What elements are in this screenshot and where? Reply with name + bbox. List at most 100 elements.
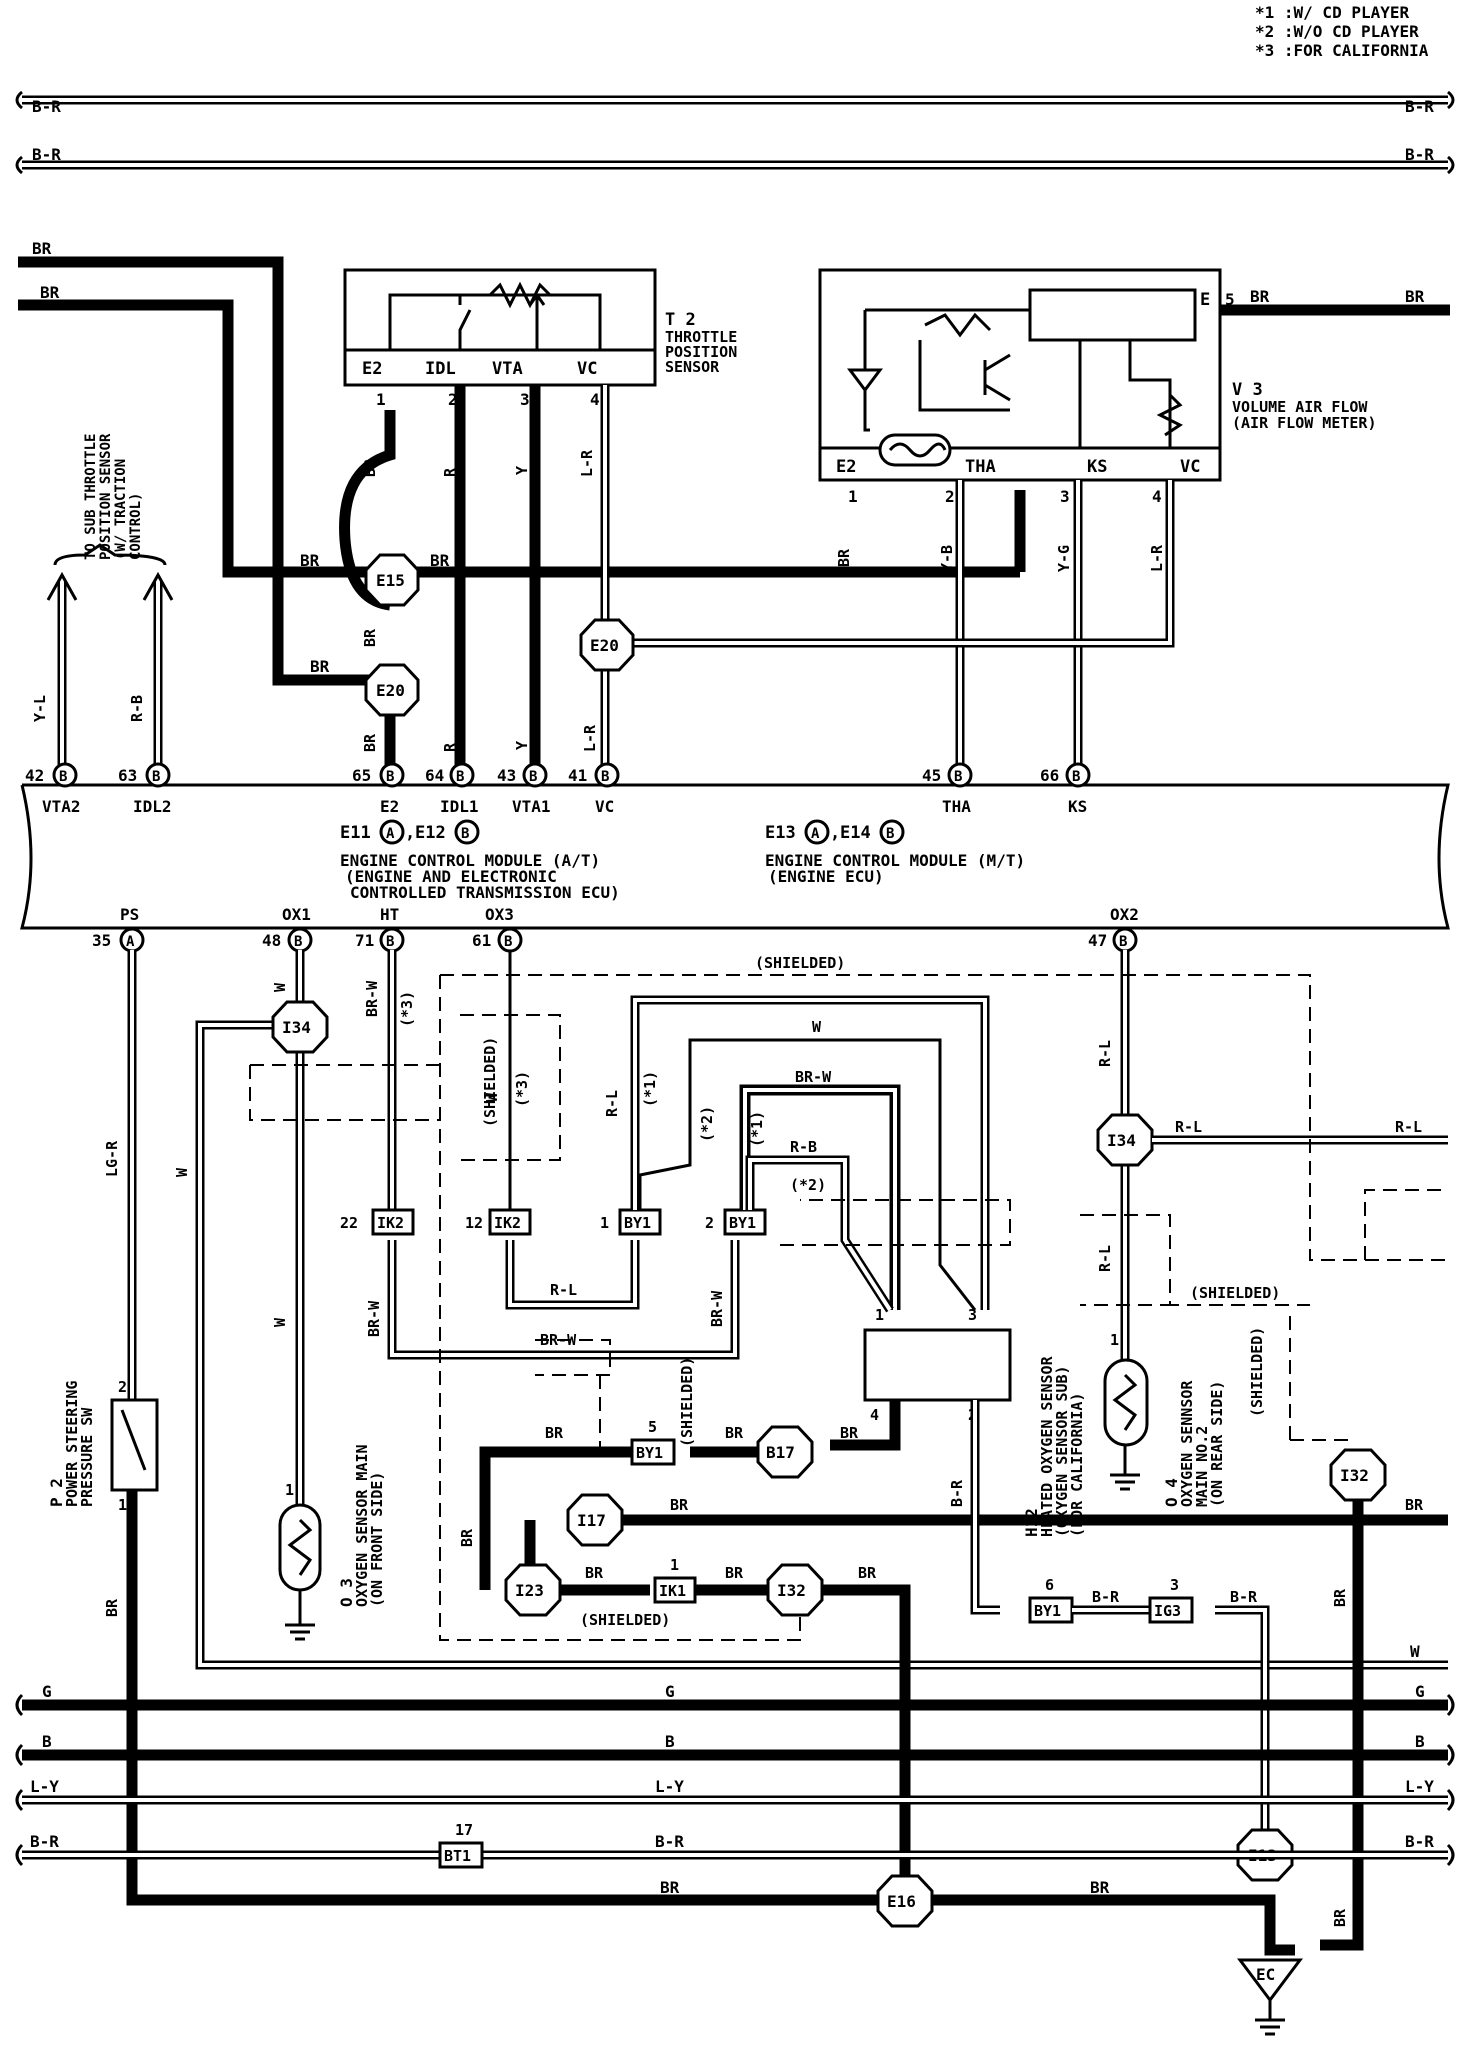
br-wires-top: E2 BR BR BR BR BR BR BR [18,239,1450,686]
svg-text:4: 4 [870,1406,879,1424]
svg-text:VC: VC [595,797,614,816]
svg-text:E14: E14 [840,823,871,843]
t2-wires: R Y L-R R Y L-R BR BR BR [361,385,610,775]
svg-text:BR: BR [725,1564,744,1582]
svg-text:E16: E16 [887,1892,916,1911]
svg-text:,: , [405,823,415,843]
svg-text:VC: VC [1180,457,1200,477]
svg-text:B: B [152,769,160,785]
svg-text:R: R [441,467,459,477]
svg-text:4: 4 [1152,487,1162,506]
svg-text:(*3): (*3) [398,991,416,1027]
svg-text:B: B [886,826,894,842]
svg-text:43: 43 [497,766,516,785]
svg-text:W: W [271,1317,289,1327]
svg-text:BR: BR [32,239,52,258]
svg-text:5: 5 [1225,290,1235,309]
svg-text:B-R: B-R [30,1832,59,1851]
svg-text:(SHIELDED): (SHIELDED) [1190,1284,1280,1302]
svg-text:G: G [1415,1682,1425,1701]
svg-text:L-R: L-R [581,724,599,752]
svg-text:1: 1 [1110,1331,1119,1349]
ecm-top-pins: B 42 B 63 B 65 B 64 B 43 B 41 B 45 B 66 [25,762,1091,788]
svg-text:O 4: O 4 [1162,1478,1181,1507]
svg-text:BR: BR [1331,1908,1349,1927]
svg-text:THROTTLE: THROTTLE [665,328,737,346]
svg-text:B: B [1119,934,1127,950]
svg-text:(ENGINE ECU): (ENGINE ECU) [768,867,884,886]
svg-text:PRESSURE SW: PRESSURE SW [78,1407,96,1507]
svg-text:P 2: P 2 [47,1478,66,1507]
svg-text:BR: BR [1331,1588,1349,1607]
svg-text:35: 35 [92,931,111,950]
svg-text:R-L: R-L [550,1281,577,1299]
svg-text:B: B [529,769,537,785]
svg-text:R: R [441,742,459,752]
bus-label-br2-left: B-R [32,145,61,164]
svg-text:TO SUB THROTTLE: TO SUB THROTTLE [83,434,99,560]
svg-text:BR: BR [458,1528,476,1547]
svg-text:OXYGEN SENSOR MAIN: OXYGEN SENSOR MAIN [353,1444,371,1607]
svg-text:B-R: B-R [948,1479,966,1507]
svg-text:W: W [812,1018,822,1036]
svg-text:W: W [173,1167,191,1177]
svg-text:45: 45 [922,766,941,785]
svg-text:2: 2 [118,1378,127,1396]
svg-text:VC: VC [577,359,597,379]
svg-text:I23: I23 [515,1581,544,1600]
svg-text:R-B: R-B [790,1138,817,1156]
lower-wires: LG-R 2 1 P 2 POWER STEERING PRESSURE SW … [47,950,1448,2036]
svg-text:Y: Y [513,466,531,475]
svg-text:(*3): (*3) [513,1071,531,1107]
svg-text:A: A [811,826,820,842]
svg-text:L-Y: L-Y [30,1777,59,1796]
svg-text:BR: BR [1405,287,1425,306]
svg-text:IK2: IK2 [494,1214,521,1232]
svg-text:CONTROL): CONTROL) [128,493,144,560]
svg-text:W: W [271,982,289,992]
svg-text:1: 1 [376,390,386,409]
svg-text:BR: BR [1405,1496,1424,1514]
svg-text:R-L: R-L [603,1090,621,1117]
svg-text:BR-W: BR-W [363,980,381,1017]
svg-text:42: 42 [25,766,44,785]
svg-text:VTA1: VTA1 [512,797,551,816]
svg-text:47: 47 [1088,931,1107,950]
svg-text:B: B [954,769,962,785]
svg-text:I34: I34 [282,1018,311,1037]
svg-text:BR: BR [545,1424,564,1442]
svg-text:12: 12 [465,1214,483,1232]
svg-text:R-L: R-L [1395,1118,1422,1136]
svg-text:66: 66 [1040,766,1059,785]
svg-text:B: B [601,769,609,785]
svg-text:B: B [665,1732,675,1751]
svg-text:MAIN NO.2: MAIN NO.2 [1193,1426,1211,1507]
svg-text:E2: E2 [362,359,382,379]
svg-text:(W/ TRACTION: (W/ TRACTION [113,459,129,560]
svg-text:G: G [665,1682,675,1701]
svg-text:E11: E11 [340,823,371,843]
svg-text:B: B [504,934,512,950]
svg-text:I34: I34 [1107,1131,1136,1150]
svg-text:I32: I32 [777,1581,806,1600]
svg-text:VOLUME AIR FLOW: VOLUME AIR FLOW [1232,398,1368,416]
svg-text:BY1: BY1 [729,1214,756,1232]
svg-text:LG-R: LG-R [103,1140,121,1177]
svg-text:(FOR CALIFORNIA): (FOR CALIFORNIA) [1068,1393,1086,1538]
svg-text:B17: B17 [766,1443,795,1462]
svg-text:BR: BR [310,657,330,676]
svg-text:SENSOR: SENSOR [665,358,720,376]
svg-text:IK1: IK1 [659,1582,686,1600]
svg-text:PS: PS [120,905,139,924]
svg-text:Y: Y [513,741,531,750]
svg-text:KS: KS [1087,457,1107,477]
svg-text:IDL: IDL [425,359,456,379]
svg-text:3: 3 [968,1306,977,1324]
svg-text:OX2: OX2 [1110,905,1139,924]
svg-text:BR: BR [858,1564,877,1582]
svg-text:64: 64 [425,766,444,785]
svg-text:(ON REAR SIDE): (ON REAR SIDE) [1208,1381,1226,1507]
svg-text:R-L: R-L [1175,1118,1202,1136]
svg-text:L-R: L-R [578,449,596,477]
svg-text:BR-W: BR-W [365,1300,383,1337]
